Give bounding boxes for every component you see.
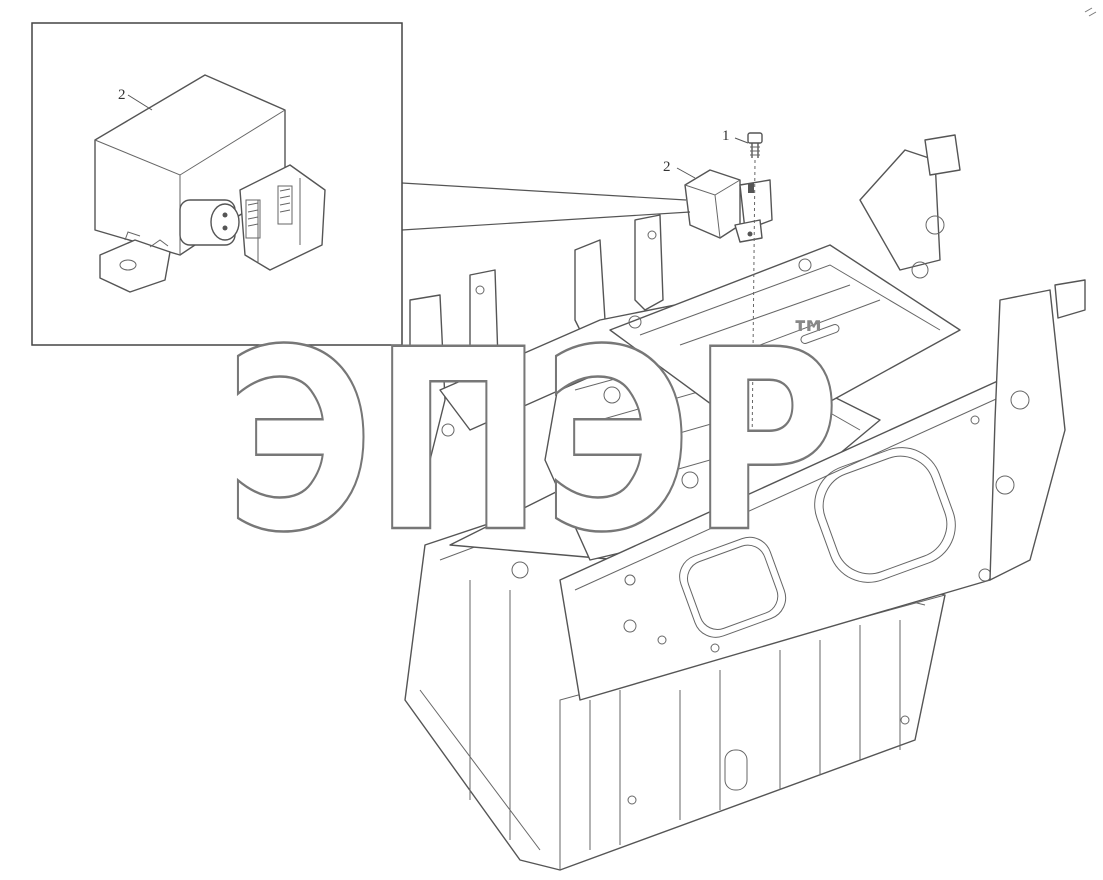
watermark-text: ЭПЭР	[225, 296, 840, 587]
corner-mark	[1084, 7, 1097, 17]
bolt	[747, 132, 763, 158]
watermark-trademark: ™	[790, 313, 828, 357]
cross-member	[609, 244, 961, 441]
relay-callout-label: 2	[663, 159, 671, 175]
right-frame	[859, 134, 1086, 581]
callout-detail-2: 2	[118, 87, 153, 111]
detail-view	[31, 22, 403, 346]
relay-small	[684, 169, 773, 243]
detail-callout-label: 2	[118, 87, 126, 103]
leader-lines	[401, 137, 756, 451]
bolt-callout-label: 1	[722, 128, 730, 144]
